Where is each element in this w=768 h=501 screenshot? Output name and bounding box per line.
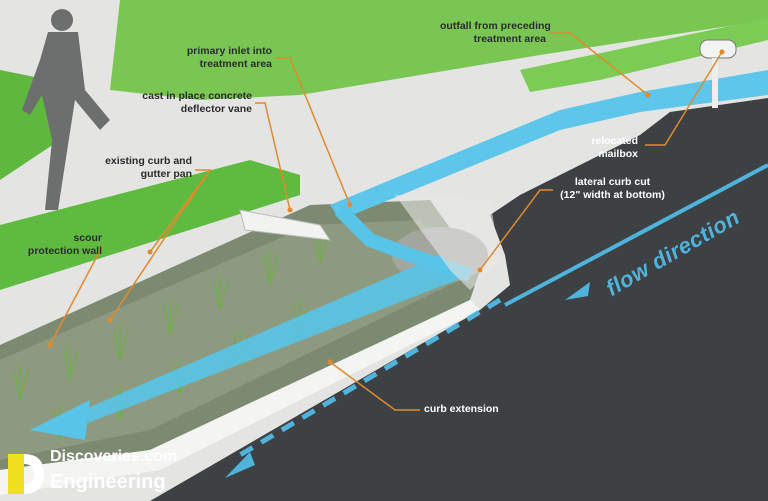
label-curb-gutter-line2: gutter pan (140, 168, 192, 180)
label-outfall-line2: treatment area (473, 33, 546, 45)
label-mailbox-line1: relocated (591, 135, 638, 147)
label-primary-inlet-line1: primary inlet into (186, 45, 272, 57)
label-mailbox-line2: mailbox (598, 148, 638, 160)
ed-logo-icon (8, 454, 44, 494)
curb-flow-dashed-line (238, 297, 502, 458)
flow-direction-arrowhead (565, 282, 590, 300)
label-outfall-line1: outfall from preceding (440, 20, 551, 32)
inlet-flow (335, 205, 473, 282)
engineering-discoveries-watermark: Discoveries.com Engineering (8, 448, 208, 498)
gutter-water-flow (330, 70, 768, 220)
leader-lines (49, 32, 723, 411)
label-curb-cut-line1: lateral curb cut (574, 176, 651, 188)
far-lawn (520, 18, 768, 92)
label-curb-cut-line2: (12" width at bottom) (560, 189, 665, 201)
upper-lawn (110, 0, 768, 100)
pedestrian-silhouette (22, 9, 110, 210)
label-outfall: outfall from preceding treatment area (440, 20, 551, 46)
curb-cut-inlet (395, 195, 500, 290)
label-curb-gutter: existing curb and gutter pan (90, 155, 192, 181)
mailbox-post (712, 58, 718, 108)
dashed-arrowhead (225, 452, 255, 478)
deflector-vane (239, 209, 332, 241)
label-curb-extension: curb extension (424, 403, 499, 415)
label-primary-inlet-line2: treatment area (199, 58, 272, 70)
flow-arrow-head (30, 400, 90, 440)
label-curb-gutter-line1: existing curb and (105, 155, 192, 167)
parkway-lawn (0, 160, 300, 290)
leader-dots (47, 49, 725, 365)
road (150, 98, 768, 501)
label-deflector-vane-line2: deflector vane (180, 103, 252, 115)
watermark-line1: Discoveries.com (50, 448, 178, 465)
flow-arrow-shaft (60, 255, 470, 430)
flow-direction-line (504, 163, 768, 307)
watermark-line2: Engineering (50, 471, 166, 493)
label-deflector-vane: cast in place concrete deflector vane (110, 90, 252, 116)
mailbox-icon (699, 39, 737, 59)
label-curb-cut: lateral curb cut (12" width at bottom) (555, 176, 670, 202)
label-primary-inlet: primary inlet into treatment area (170, 45, 272, 71)
label-scour-wall: scour protection wall (20, 232, 102, 258)
curb-extension (0, 300, 480, 495)
label-mailbox: relocated mailbox (570, 135, 638, 161)
label-scour-wall-line1: scour (73, 232, 102, 244)
label-deflector-vane-line1: cast in place concrete (142, 90, 252, 102)
label-scour-wall-line2: protection wall (27, 245, 102, 257)
